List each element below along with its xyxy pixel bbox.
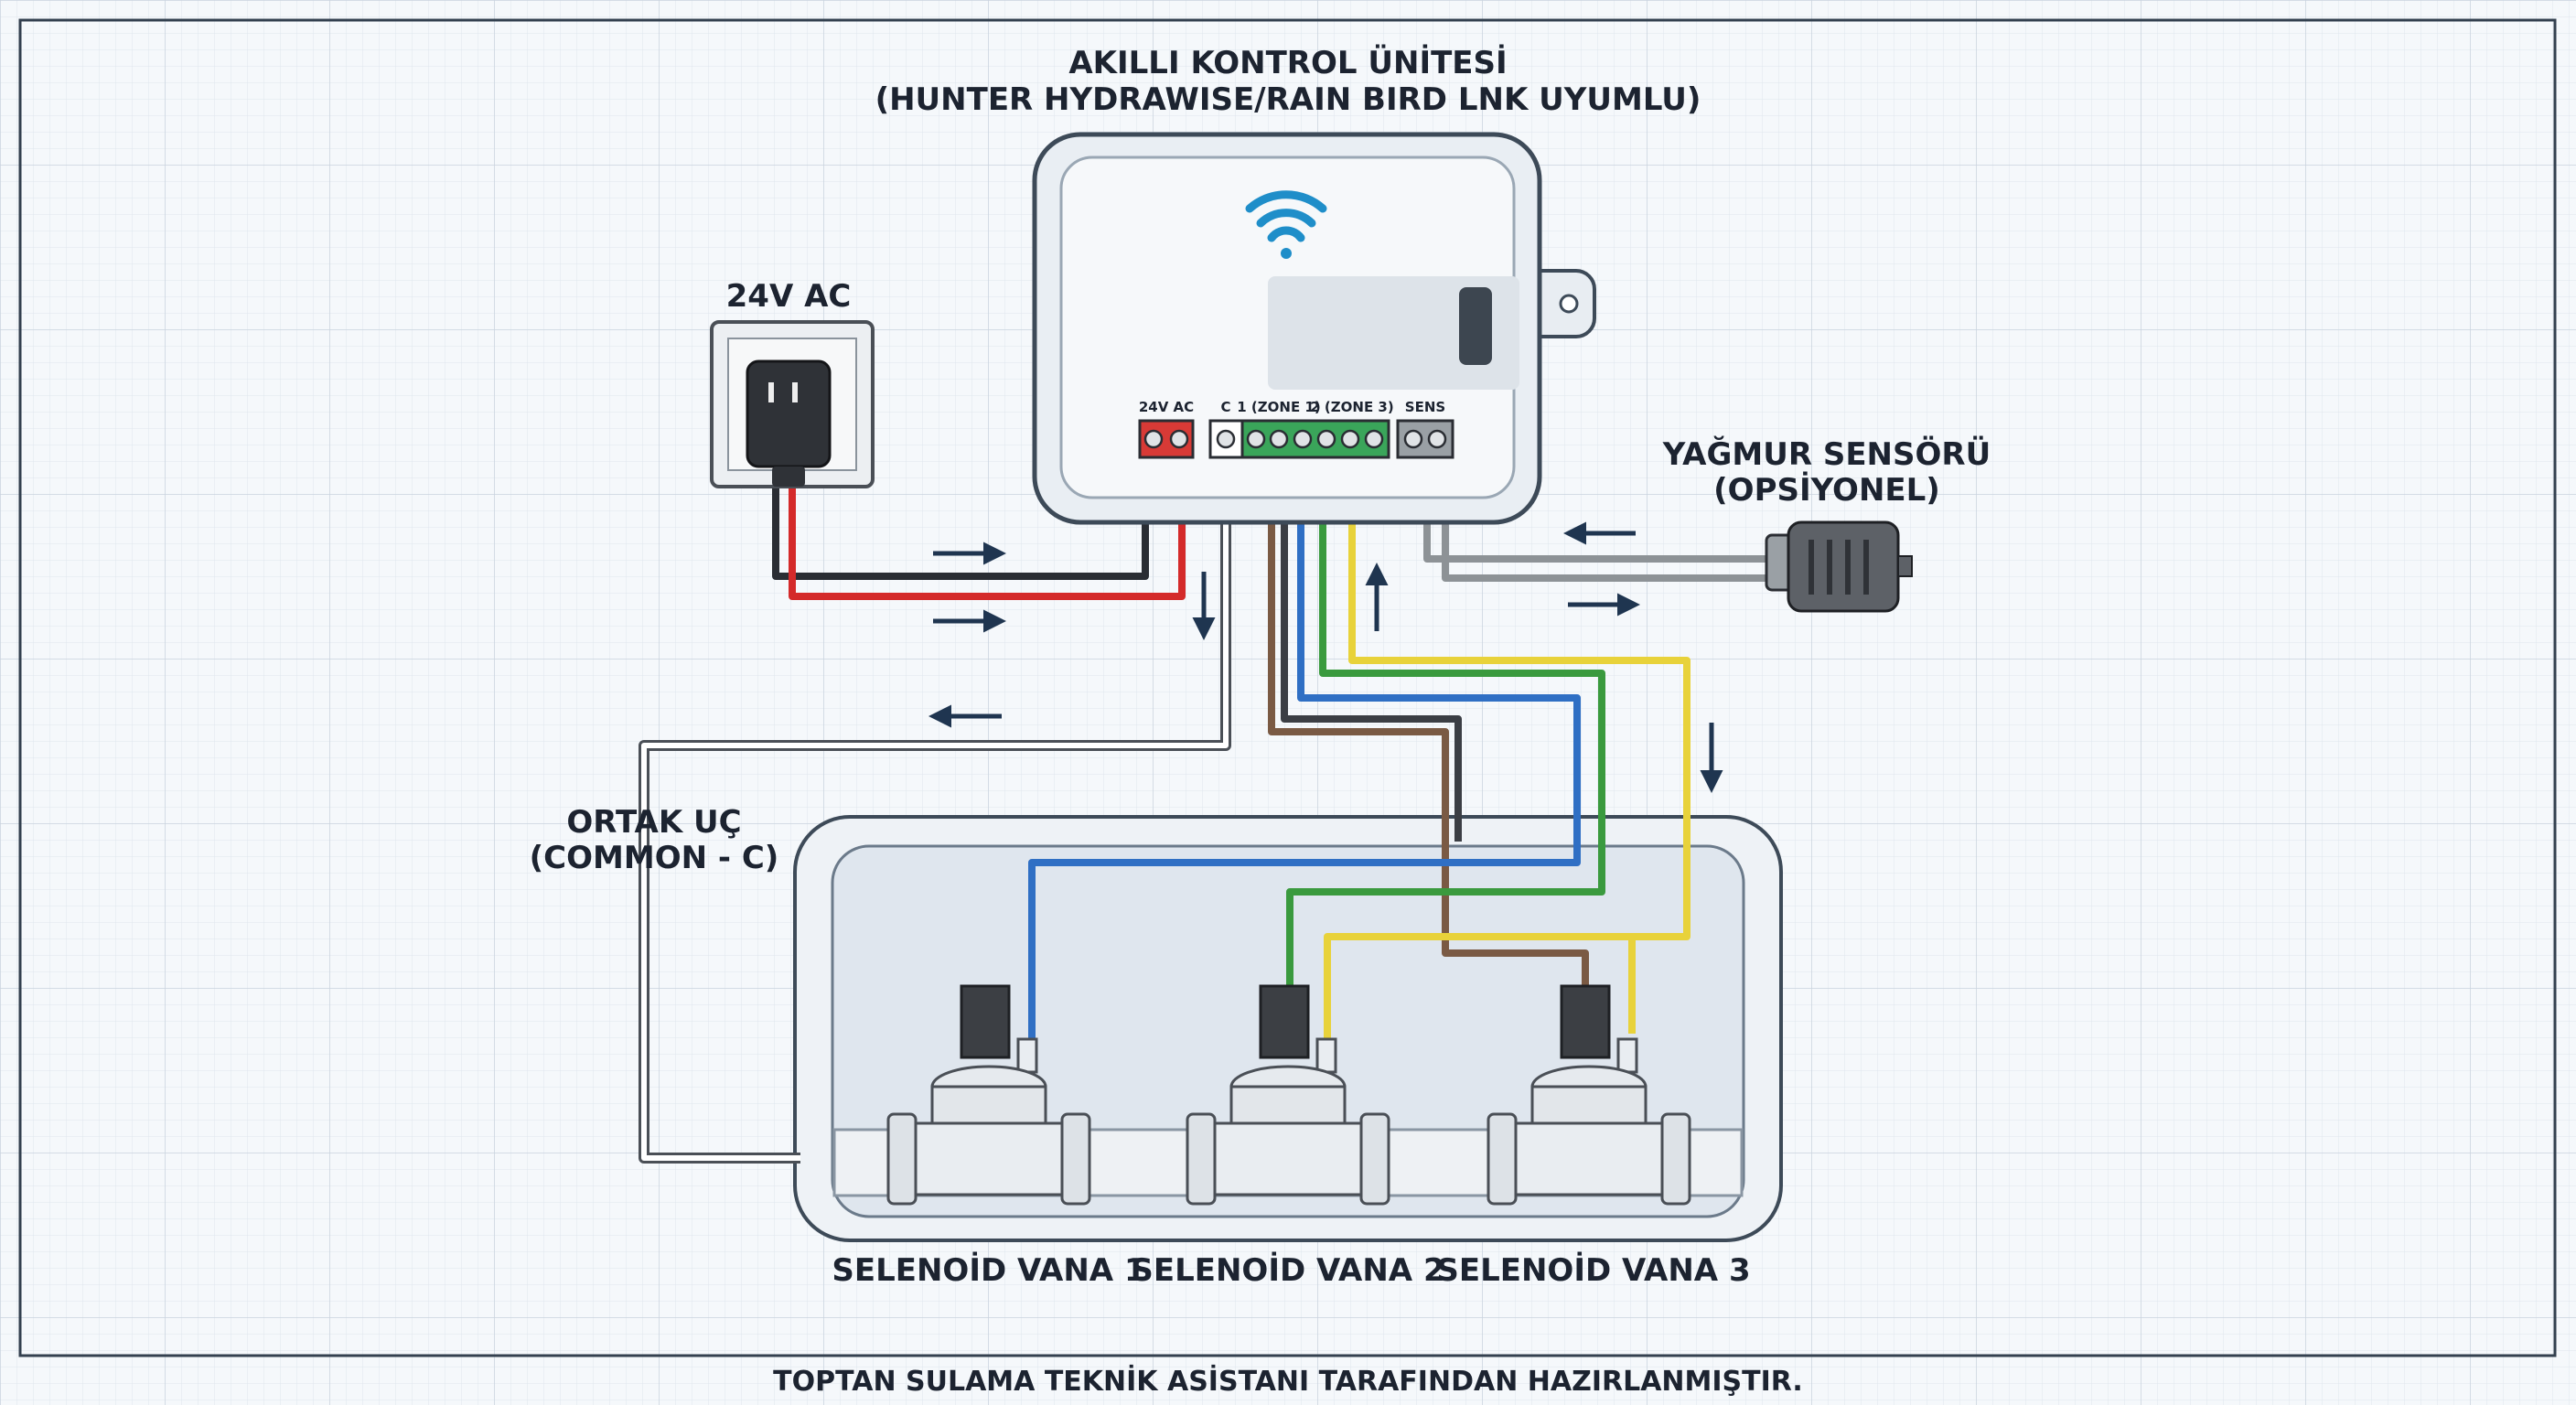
controller-subtitle: (HUNTER HYDRAWISE/RAIN BIRD LNK UYUMLU) — [875, 81, 1701, 118]
frame-border — [18, 18, 2557, 1357]
valve-label-3: SELENOİD VANA 3 — [1436, 1251, 1750, 1289]
wifi-icon — [1245, 190, 1327, 259]
wire-blue — [1028, 457, 1581, 1052]
control-button[interactable] — [1459, 287, 1492, 365]
valve-label-2: SELENOİD VANA 2 — [1131, 1251, 1444, 1289]
terminal-label-common: C — [1220, 399, 1230, 415]
power-label: 24V AC — [726, 278, 852, 315]
terminal-label-zone1: 1 (ZONE 1) — [1237, 399, 1320, 415]
wire-brown — [1268, 457, 1589, 992]
rain-sensor-label: YAĞMUR SENSÖRÜ — [1662, 435, 1991, 473]
terminal-label-sensor: SENS — [1405, 399, 1445, 415]
wire-yellow — [1324, 457, 1690, 1052]
terminal-zones — [1240, 419, 1390, 459]
common-label: ORTAK UÇ — [566, 804, 741, 841]
wire-dark — [1281, 457, 1462, 842]
rain-sensor-sublabel: (OPSİYONEL) — [1713, 471, 1940, 509]
terminal-label-zone3: 2 (ZONE 3) — [1310, 399, 1393, 415]
wire-green — [1286, 457, 1605, 1024]
terminal-blocks — [1138, 419, 1454, 459]
footer-credit: TOPTAN SULAMA TEKNİK ASİSTANI TARAFINDAN… — [773, 1365, 1803, 1398]
wires — [639, 457, 1770, 1164]
common-sublabel: (COMMON - C) — [530, 840, 779, 876]
wire-red — [789, 457, 1186, 600]
valve-label-1: SELENOİD VANA 1 — [832, 1251, 1145, 1289]
display-panel — [1268, 276, 1519, 390]
controller-unit — [1032, 132, 1596, 525]
power-adapter-icon — [746, 359, 832, 487]
terminal-label-power: 24V AC — [1139, 399, 1194, 415]
rain-sensor-icon — [1765, 520, 1913, 613]
flow-arrows — [928, 521, 1723, 793]
controller-title: AKILLI KONTROL ÜNİTESİ — [1068, 44, 1507, 81]
